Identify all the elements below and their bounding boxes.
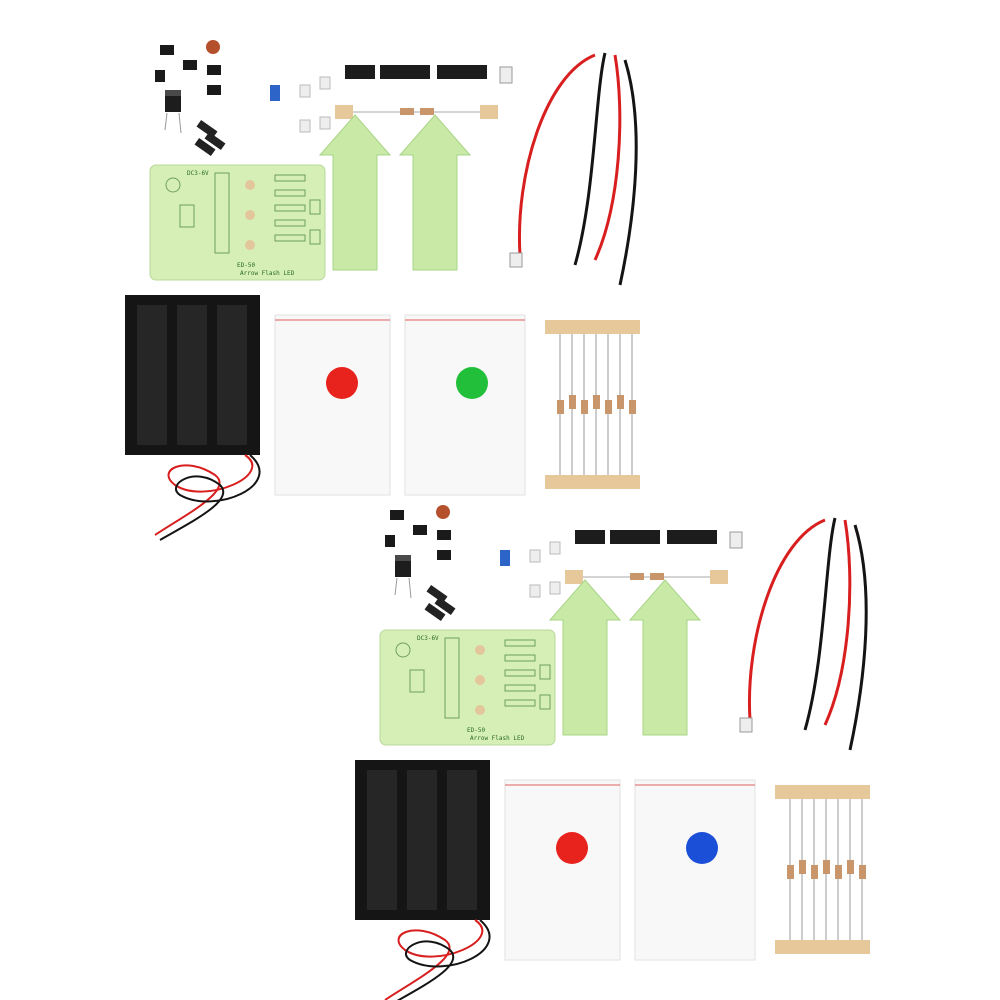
led-red-bottom xyxy=(556,832,588,864)
kit-top xyxy=(125,15,665,545)
kit-bottom xyxy=(355,480,895,1000)
led-green-top xyxy=(456,367,488,399)
led-red-top xyxy=(326,367,358,399)
led-blue-bottom xyxy=(686,832,718,864)
